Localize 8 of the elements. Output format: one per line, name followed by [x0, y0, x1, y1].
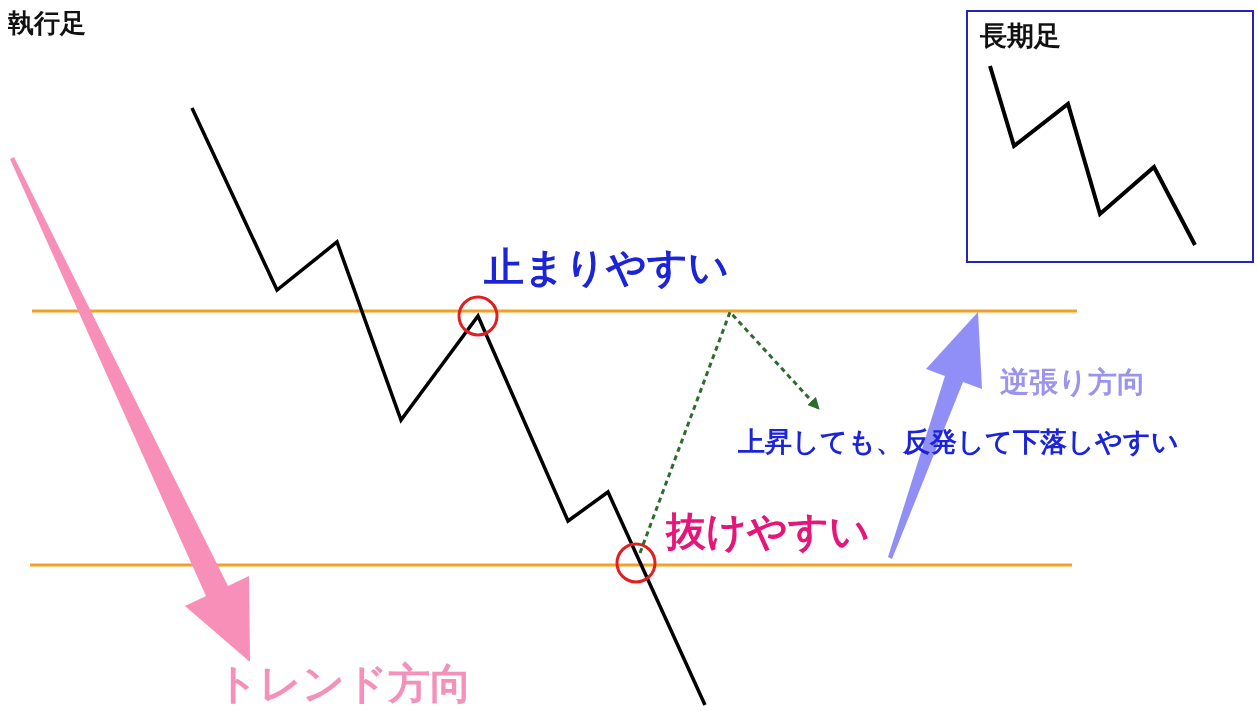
callout-text: 止まりやすい	[484, 244, 729, 290]
inset-panel	[966, 10, 1254, 263]
panel-heading: 長期足	[980, 19, 1061, 53]
direction-label: トレンド方向	[216, 660, 472, 709]
callout-text: 上昇しても、反発して下落しやすい	[738, 426, 1179, 458]
title: 執行足	[8, 7, 86, 40]
direction-label: 逆張り方向	[1000, 366, 1146, 400]
callout-text: 抜けやすい	[666, 508, 870, 554]
